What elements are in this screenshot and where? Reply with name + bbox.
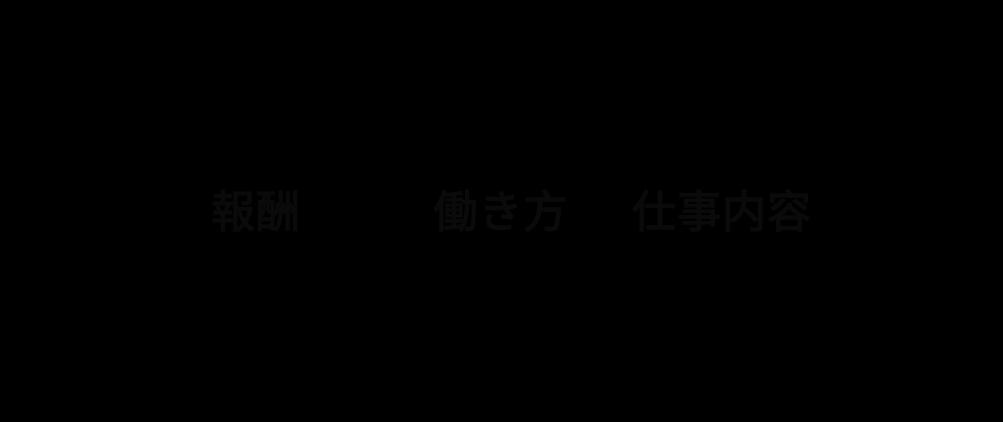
venn-circle-compensation[interactable] bbox=[128, 85, 384, 341]
venn-label-compensation-wrap: 報酬 bbox=[211, 191, 301, 235]
venn-label-compensation: 報酬 bbox=[211, 187, 301, 238]
venn-label-workstyle: 働き方 bbox=[433, 187, 569, 238]
venn-circle-workstyle[interactable] bbox=[373, 85, 629, 341]
venn-label-jobcontent-wrap: 仕事内容 bbox=[632, 191, 812, 235]
venn-label-jobcontent: 仕事内容 bbox=[632, 187, 812, 238]
venn-label-workstyle-wrap: 働き方 bbox=[434, 191, 569, 235]
venn-circle-jobcontent[interactable] bbox=[594, 85, 850, 341]
